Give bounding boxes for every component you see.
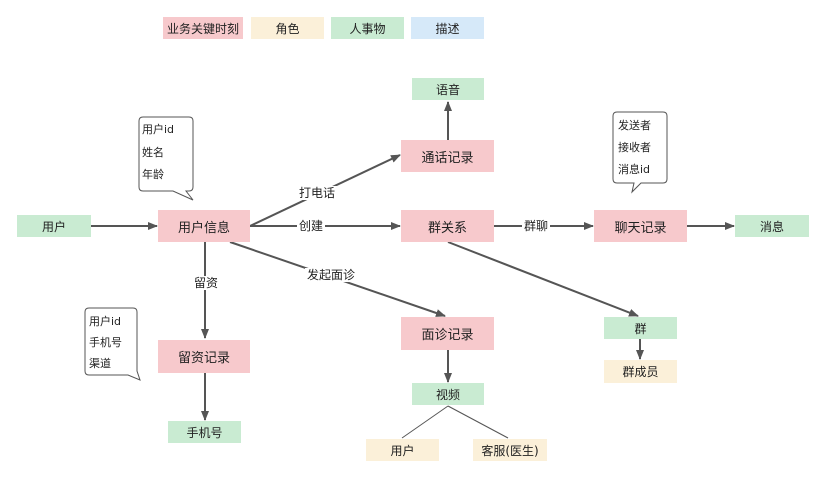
node-user-info: 用户信息 — [158, 210, 250, 242]
node-group-member: 群成员 — [604, 360, 677, 383]
edge-label-start-consult: 发起面诊 — [305, 268, 358, 282]
edge-label-call: 打电话 — [297, 186, 338, 200]
note-chat-field-2: 接收者 — [618, 141, 651, 154]
node-video: 视频 — [412, 383, 484, 405]
note-user-info-field-3: 年龄 — [142, 168, 164, 181]
note-chat — [612, 111, 668, 194]
note-lead-field-1: 用户id — [89, 315, 122, 328]
note-lead — [84, 307, 141, 381]
note-chat-field-3: 消息id — [618, 163, 651, 176]
node-customer-service: 客服(医生) — [473, 439, 547, 461]
node-video-user: 用户 — [366, 439, 439, 461]
legend-key-moment: 业务关键时刻 — [163, 17, 243, 39]
node-message: 消息 — [735, 215, 809, 237]
edge-label-group-chat: 群聊 — [522, 219, 551, 233]
node-voice: 语音 — [412, 78, 484, 100]
note-user-info-field-1: 用户id — [142, 123, 175, 136]
note-lead-field-3: 渠道 — [89, 357, 111, 370]
node-user: 用户 — [17, 215, 91, 237]
edge-video-to-user — [401, 405, 449, 439]
edge-label-create: 创建 — [297, 219, 326, 233]
note-user-info-field-2: 姓名 — [142, 146, 164, 159]
node-call-record: 通话记录 — [401, 140, 494, 172]
note-lead-field-2: 手机号 — [89, 336, 122, 349]
node-chat-record: 聊天记录 — [594, 210, 687, 242]
legend-description: 描述 — [411, 17, 484, 39]
edge-group-relation-to-group — [447, 241, 639, 317]
node-group: 群 — [604, 317, 677, 339]
note-chat-field-1: 发送者 — [618, 119, 651, 132]
legend-entity: 人事物 — [331, 17, 404, 39]
edge-label-leave-info: 留资 — [192, 276, 221, 290]
node-consult-record: 面诊记录 — [401, 317, 494, 350]
node-group-relation: 群关系 — [401, 210, 494, 242]
note-user-info — [138, 116, 194, 201]
edge-video-to-customer-service — [447, 405, 509, 439]
node-lead-record: 留资记录 — [158, 340, 250, 373]
node-phone-number: 手机号 — [168, 421, 241, 443]
legend-role: 角色 — [251, 17, 324, 39]
